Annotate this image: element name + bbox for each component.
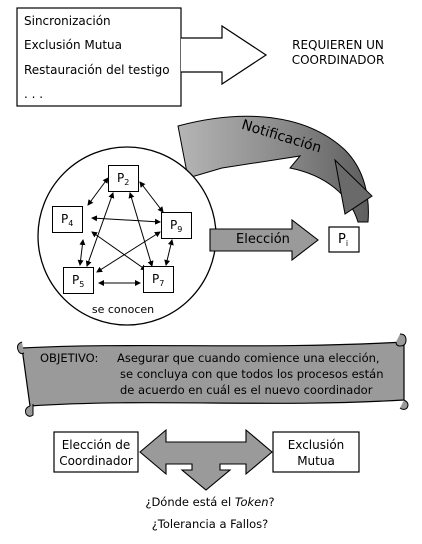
list-item-restauracion: Restauración del testigo [24, 63, 170, 77]
election-coordinator-box [53, 431, 139, 473]
link-p9-p7 [164, 239, 174, 266]
objective-label: OBJETIVO: [40, 351, 99, 365]
process-p7-label: P [152, 272, 160, 286]
process-p9-label: P [170, 218, 178, 232]
process-box-pi [328, 226, 360, 253]
right-box-line2: Mutua [297, 454, 335, 468]
list-item-ellipsis: . . . [24, 87, 44, 101]
process-pi-text: Pi [338, 233, 348, 248]
requires-coordinator-line2: COORDINADOR [291, 53, 385, 67]
objective-line2: se concluya con que todos los procesos e… [120, 367, 384, 381]
process-p7-sub: 7 [159, 279, 165, 288]
objective-line3: de acuerdo en cuál es el nuevo coordinad… [120, 383, 373, 397]
process-box-p4: P4 [52, 206, 83, 233]
process-p5-label: P [72, 273, 80, 287]
process-box-p9: P9 [161, 212, 192, 239]
requires-coordinator-line1: REQUIEREN UN [292, 38, 384, 52]
left-box-line1: Elección de [61, 438, 131, 452]
link-p4-p9 [91, 215, 161, 225]
process-pi-sub: i [345, 239, 349, 248]
mutual-exclusion-box [272, 431, 360, 473]
process-p4-sub: 4 [68, 219, 74, 228]
process-p4-label: P [61, 212, 69, 226]
circle-caption: se conocen [91, 303, 155, 316]
link-p9-p5 [96, 231, 161, 273]
objective-scroll [17, 333, 409, 417]
process-links [77, 177, 174, 286]
process-p9-sub: 9 [177, 225, 183, 234]
election-arrow [209, 218, 319, 262]
right-box-line1: Exclusión [287, 438, 345, 452]
process-p2-label: P [117, 171, 125, 185]
process-box-p2: P2 [108, 165, 139, 192]
process-box-p7: P7 [143, 266, 174, 293]
process-pi-label: P [338, 232, 346, 247]
process-p5-sub: 5 [79, 280, 85, 289]
left-box-line2: Coordinador [59, 454, 133, 468]
requires-arrow [181, 24, 268, 86]
process-p2-sub: 2 [124, 178, 130, 187]
notification-arrow [177, 115, 369, 223]
process-box-p5: P5 [63, 267, 94, 294]
link-p4-p5 [77, 239, 86, 266]
relation-arrow [139, 428, 273, 491]
question-token-prefix: ¿Dónde está el [145, 495, 235, 509]
question-token: ¿Dónde está el Token? [110, 495, 310, 509]
objective-line1: Asegurar que cuando comience una elecció… [117, 351, 380, 365]
question-token-suffix: ? [268, 495, 275, 509]
question-token-emph: Token [234, 495, 269, 509]
election-label: Elección [236, 232, 290, 247]
list-item-sincronizacion: Sincronización [24, 14, 111, 28]
question-fault-tolerance: ¿Tolerancia a Fallos? [151, 517, 269, 531]
notification-arrow-head [334, 158, 373, 215]
requirements-list-box [16, 7, 182, 107]
list-item-exclusion-mutua: Exclusión Mutua [24, 38, 122, 52]
